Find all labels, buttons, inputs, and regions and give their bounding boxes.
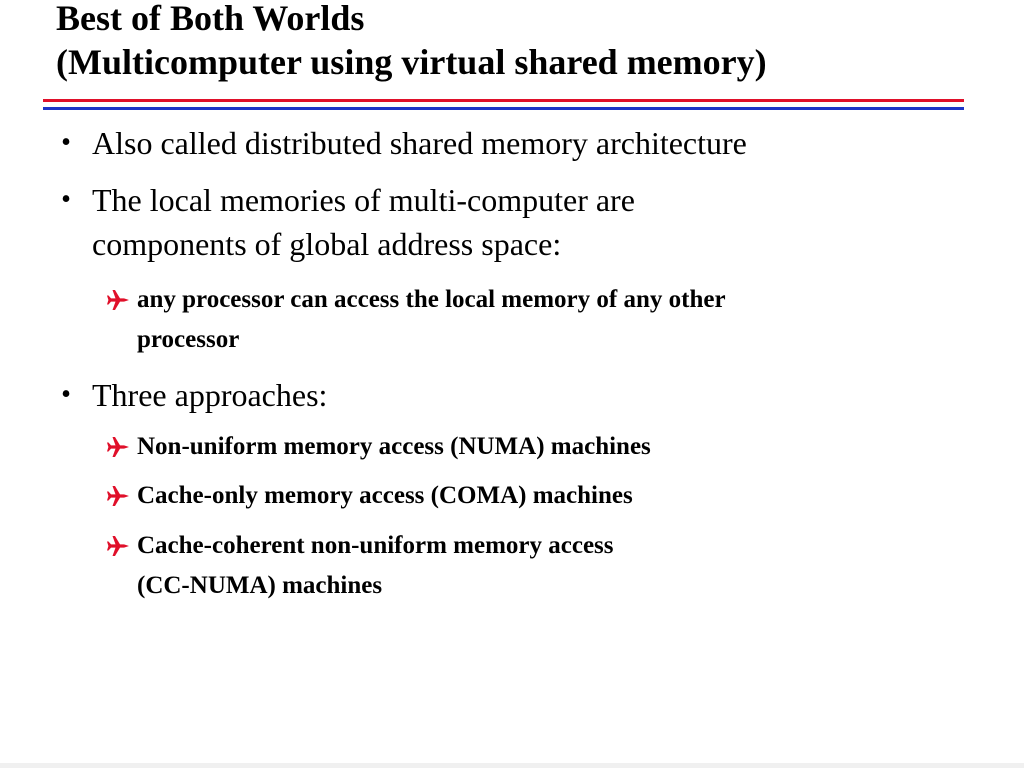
- bullet-dot-icon: •: [61, 127, 71, 158]
- bullet-text-line-1: The local memories of multi-computer are: [92, 182, 635, 218]
- airplane-icon: [104, 476, 132, 516]
- sub-bullet-item: Non-uniform memory access (NUMA) machine…: [107, 427, 967, 467]
- sub-bullet-text-line-2: (CC-NUMA) machines: [137, 572, 383, 599]
- bottom-edge-strip: [0, 763, 1024, 768]
- airplane-icon: [104, 427, 132, 467]
- sub-bullet-item: Cache-coherent non-uniform memory access…: [107, 526, 967, 606]
- bullet-item: • The local memories of multi-computer a…: [61, 178, 972, 266]
- sub-bullet-text: Cache-only memory access (COMA) machines: [137, 482, 633, 509]
- slide-title-line-1: Best of Both Worlds: [56, 0, 365, 38]
- sub-bullet-item: any processor can access the local memor…: [107, 280, 967, 360]
- sub-bullet-item: Cache-only memory access (COMA) machines: [107, 476, 967, 516]
- slide-title-line-2: (Multicomputer using virtual shared memo…: [56, 42, 767, 82]
- sub-bullet-text-line-2: processor: [137, 326, 240, 353]
- bullet-item: • Also called distributed shared memory …: [61, 121, 972, 165]
- sub-bullet-text-line-1: any processor can access the local memor…: [137, 286, 726, 313]
- bullet-dot-icon: •: [61, 184, 71, 215]
- bullet-item: • Three approaches:: [61, 373, 972, 417]
- sub-bullet-text-line-1: Cache-coherent non-uniform memory access: [137, 532, 614, 559]
- airplane-icon: [104, 280, 132, 320]
- title-divider-blue: [43, 107, 964, 110]
- bullet-text: Three approaches:: [92, 377, 328, 413]
- sub-bullet-text: Non-uniform memory access (NUMA) machine…: [137, 433, 651, 460]
- bullet-dot-icon: •: [61, 379, 71, 410]
- title-divider-red: [43, 99, 964, 102]
- bullet-text: Also called distributed shared memory ar…: [92, 125, 747, 161]
- airplane-icon: [104, 526, 132, 566]
- slide-title: Best of Both Worlds (Multicomputer using…: [56, 0, 767, 84]
- bullet-text-line-2: components of global address space:: [92, 226, 562, 262]
